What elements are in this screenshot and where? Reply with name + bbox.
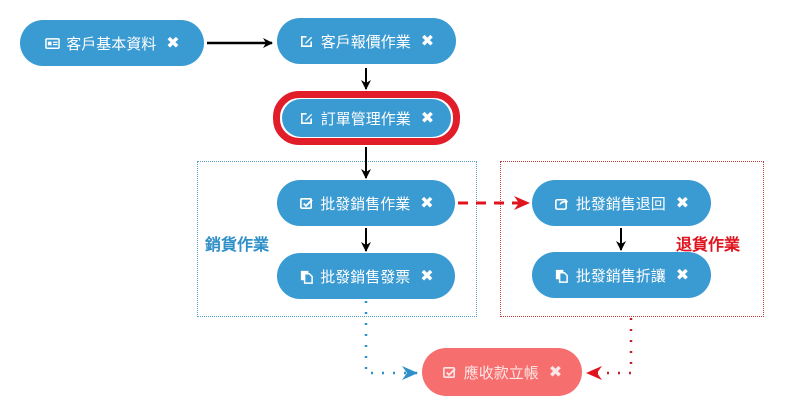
close-icon[interactable]: ✖ [420, 266, 434, 285]
close-icon[interactable]: ✖ [420, 193, 434, 212]
node-customer-quote[interactable]: 客戶報價作業 ✖ [277, 18, 456, 64]
copy-icon [298, 268, 314, 284]
node-label: 客戶報價作業 [320, 32, 411, 51]
copy-icon [554, 267, 570, 283]
node-wholesale-discount[interactable]: 批發銷售折讓 ✖ [532, 252, 711, 298]
node-label: 批發銷售退回 [575, 194, 666, 213]
returns-group-label: 退貨作業 [676, 235, 741, 254]
sales-group-box [197, 161, 477, 317]
arrow-discount-to-receivable [586, 318, 633, 380]
close-icon[interactable]: ✖ [548, 362, 563, 381]
close-icon[interactable]: ✖ [675, 265, 690, 284]
node-label: 批發銷售折讓 [575, 266, 666, 285]
check-square-icon [442, 364, 458, 380]
node-wholesale-sales[interactable]: 批發銷售作業 ✖ [277, 180, 455, 226]
id-card-icon [44, 35, 60, 51]
check-square-icon [298, 195, 314, 211]
node-customer-basic[interactable]: 客戶基本資料 ✖ [20, 20, 204, 66]
close-icon[interactable]: ✖ [675, 193, 690, 212]
close-icon[interactable]: ✖ [166, 33, 180, 52]
node-wholesale-invoice[interactable]: 批發銷售發票 ✖ [277, 253, 455, 299]
node-label: 客戶基本資料 [66, 34, 157, 53]
close-icon[interactable]: ✖ [420, 31, 435, 50]
node-label: 應收款立帳 [463, 363, 539, 382]
returns-group-box [500, 161, 764, 317]
share-square-icon [554, 195, 570, 211]
node-accounts-receivable[interactable]: 應收款立帳 ✖ [422, 348, 582, 396]
node-order-management[interactable]: 訂單管理作業 ✖ [282, 99, 451, 137]
node-label: 批發銷售發票 [320, 267, 411, 286]
edit-icon [299, 110, 315, 126]
edit-icon [299, 33, 315, 49]
node-wholesale-return[interactable]: 批發銷售退回 ✖ [532, 180, 711, 226]
node-label: 批發銷售作業 [320, 194, 411, 213]
node-label: 訂單管理作業 [320, 109, 411, 128]
sales-group-label: 銷貨作業 [205, 235, 270, 254]
close-icon[interactable]: ✖ [420, 108, 435, 127]
